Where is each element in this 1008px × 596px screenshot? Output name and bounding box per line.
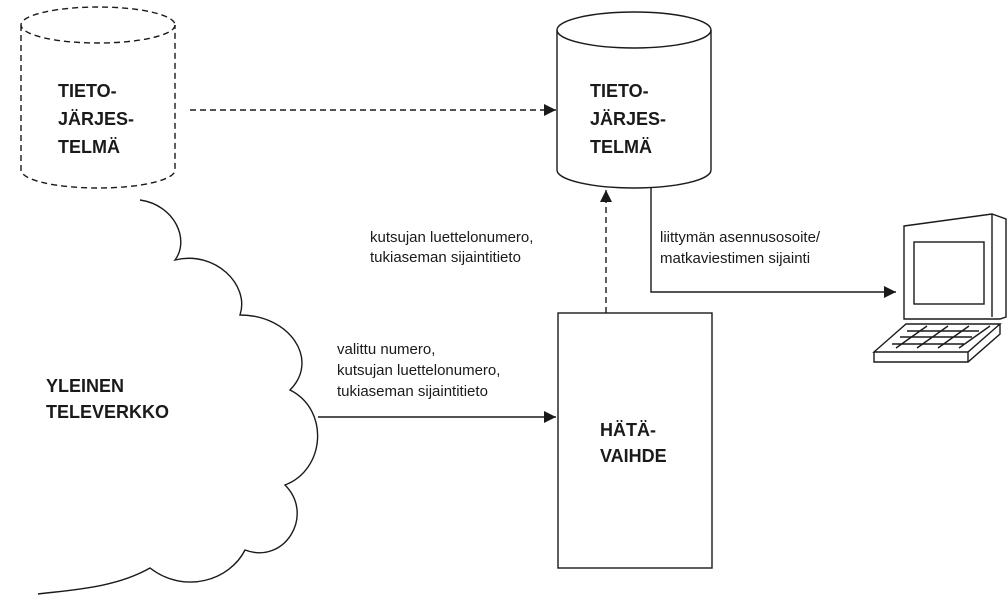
network-label-line-1: YLEINEN	[46, 376, 124, 396]
network-to-exchange-label-line-1: valittu numero,	[337, 341, 435, 358]
exchange-to-database-label-line-1: kutsujan luettelonumero,	[370, 229, 533, 246]
computer-terminal-icon	[872, 213, 1007, 363]
network-label-line-2: TELEVERKKO	[46, 402, 169, 422]
exchange-to-database-label-line-2: tukiaseman sijaintitieto	[370, 249, 521, 266]
exchange-label-line-2: VAIHDE	[600, 446, 667, 466]
external-database-cylinder: TIETO- JÄRJES- TELMÄ	[20, 6, 176, 189]
database-to-terminal-label-line-2: matkaviestimen sijainti	[660, 250, 810, 267]
external-database-label-line-2: JÄRJES-	[58, 109, 134, 129]
database-label-line-2: JÄRJES-	[590, 109, 666, 129]
database-label-line-1: TIETO-	[590, 81, 649, 101]
database-to-terminal-arrow	[650, 187, 896, 298]
external-database-label-line-3: TELMÄ	[58, 137, 120, 157]
network-to-exchange-label-line-2: kutsujan luettelonumero,	[337, 362, 500, 379]
network-to-exchange-label-line-3: tukiaseman sijaintitieto	[337, 383, 488, 400]
database-cylinder: TIETO- JÄRJES- TELMÄ	[556, 11, 712, 189]
exchange-label-line-1: HÄTÄ-	[600, 420, 656, 440]
external-database-label-line-1: TIETO-	[58, 81, 117, 101]
database-to-terminal-label-line-1: liittymän asennusosoite/	[660, 229, 821, 246]
network-cloud: YLEINEN TELEVERKKO	[37, 199, 319, 595]
database-label-line-3: TELMÄ	[590, 137, 652, 157]
emergency-exchange-box: HÄTÄ- VAIHDE	[557, 312, 713, 569]
